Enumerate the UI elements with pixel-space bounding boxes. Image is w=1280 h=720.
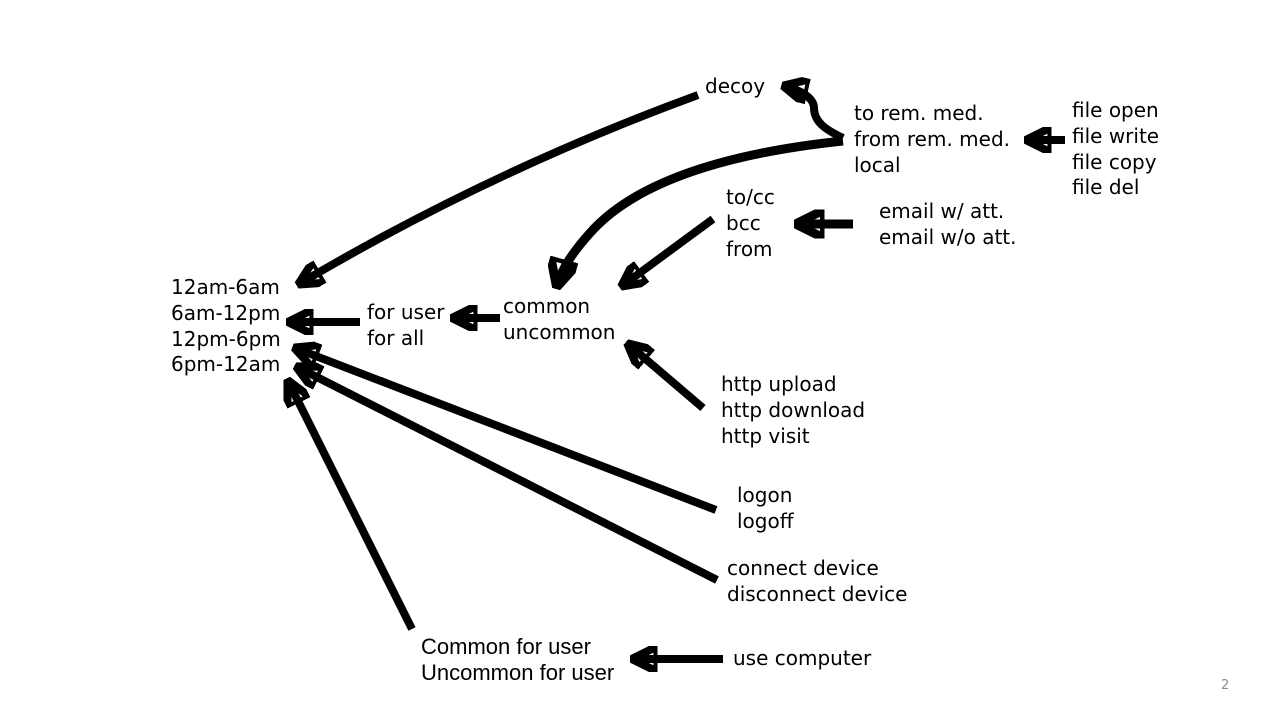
node-file-ops-label: file open [1072, 98, 1159, 122]
node-frequency: common uncommon [503, 294, 615, 346]
node-time-buckets-label: 6pm-12am [171, 352, 281, 377]
node-decoy-label: decoy [705, 74, 766, 98]
node-device-label: disconnect device [727, 581, 908, 606]
node-remote-media-label: local [854, 152, 901, 177]
node-email-fields-label: to/cc [726, 185, 775, 209]
arrow-remote-media-to-decoy [784, 86, 845, 142]
node-scope-label: for user [367, 300, 445, 324]
node-remote-media-label: from rem. med. [854, 126, 1011, 151]
node-time-buckets-label: 12pm-6pm [171, 326, 281, 351]
node-email-types: email w/ att. email w/o att. [879, 199, 1017, 251]
node-frequency-label: common [503, 294, 591, 318]
node-http-ops-label: http upload [721, 372, 837, 396]
arrow-user-frequency-to-time-buckets [288, 381, 416, 631]
node-file-ops-label: file copy [1072, 149, 1157, 174]
arrow-decoy-to-time-buckets [299, 91, 700, 284]
node-session-label: logoff [737, 508, 794, 533]
node-email-types-label: email w/ att. [879, 199, 1005, 223]
node-scope-label: for all [367, 325, 425, 350]
node-file-ops-label: file write [1072, 123, 1160, 148]
node-file-ops-label: file del [1072, 175, 1140, 200]
node-http-ops-label: http download [721, 397, 866, 422]
node-scope: for user for all [367, 300, 444, 352]
node-email-fields-label: from [726, 236, 773, 261]
node-frequency-label: uncommon [503, 319, 616, 344]
node-remote-media: to rem. med. from rem. med. local [854, 101, 1010, 178]
arrow-session-to-time-buckets [295, 348, 718, 514]
node-http-ops-label: http visit [721, 423, 810, 448]
node-user-frequency-label: Uncommon for user [421, 660, 615, 685]
arrow-device-to-time-buckets [297, 367, 719, 584]
node-computer-use-label: use computer [733, 646, 872, 670]
node-user-frequency-label: Common for user [421, 634, 591, 659]
node-time-buckets: 12am-6am 6am-12pm 12pm-6pm 6pm-12am [171, 275, 281, 378]
node-http-ops: http upload http download http visit [721, 372, 865, 449]
slide-number: 2 [1221, 678, 1230, 693]
node-user-frequency: Common for user Uncommon for user [421, 634, 614, 686]
node-email-types-label: email w/o att. [879, 224, 1017, 249]
arrow-email-fields-to-frequency [622, 215, 716, 286]
node-remote-media-label: to rem. med. [854, 101, 984, 125]
node-email-fields-label: bcc [726, 210, 761, 235]
arrow-remote-media-to-frequency [557, 136, 844, 286]
node-time-buckets-label: 6am-12pm [171, 300, 281, 325]
node-computer-use: use computer [733, 646, 871, 672]
node-decoy: decoy [705, 74, 765, 100]
node-file-ops: file open file write file copy file del [1072, 98, 1159, 201]
arrow-http-ops-to-frequency [628, 344, 706, 412]
node-email-fields: to/cc bcc from [726, 185, 775, 262]
node-device: connect device disconnect device [727, 556, 907, 608]
node-device-label: connect device [727, 556, 879, 580]
node-session-label: logon [737, 483, 793, 507]
node-time-buckets-label: 12am-6am [171, 275, 280, 299]
node-session: logon logoff [737, 483, 794, 535]
